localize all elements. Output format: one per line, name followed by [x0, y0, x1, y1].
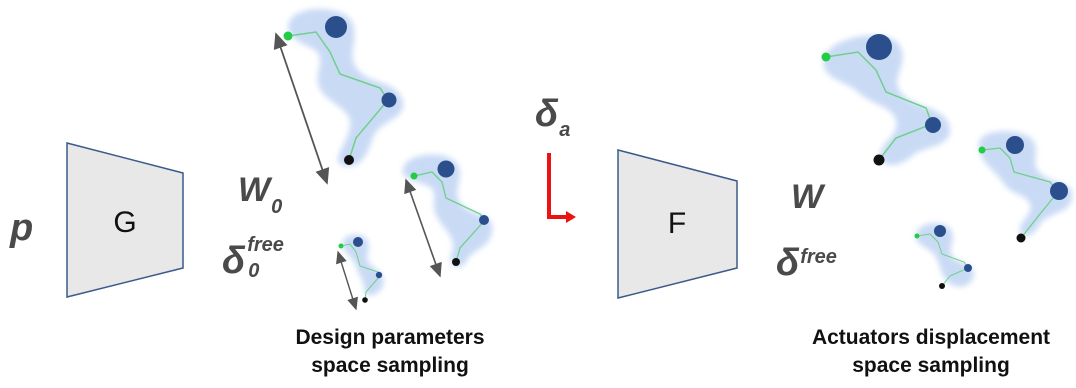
robot-rod [340, 243, 381, 301]
robot-joint [866, 34, 892, 60]
robot-joint [381, 92, 397, 108]
robot-halo [288, 8, 404, 167]
robot-joint [375, 271, 383, 279]
symbol-w: W [791, 178, 824, 216]
symbol-delta-free-sup: free [800, 246, 837, 268]
symbol-w0: W0 [238, 171, 282, 218]
robot-rod [413, 171, 486, 263]
robot-joint [353, 237, 363, 247]
generator-label: G [113, 206, 136, 239]
robot-large-right [821, 34, 950, 166]
caption-right-line1: Actuators displacement [811, 326, 1051, 349]
robot-joint [1006, 136, 1024, 154]
robot-joint [934, 225, 946, 237]
symbol-delta-a: δa [535, 93, 570, 141]
robot-medium-right [978, 131, 1073, 243]
symbol-w0-main: W [238, 171, 271, 209]
robot-tip [283, 31, 293, 41]
robot-base [873, 154, 885, 166]
forward-label: F [668, 207, 686, 240]
robot-tip [821, 52, 831, 62]
span-arrow [273, 32, 330, 185]
caption-left: Design parameters space sampling [272, 324, 508, 380]
robot-halo [342, 234, 384, 296]
actuation-arrow [547, 153, 576, 223]
symbol-w0-sub: 0 [271, 196, 283, 218]
robot-base [452, 258, 460, 266]
robot-rod [916, 233, 969, 287]
symbol-delta-free: δfree [776, 244, 837, 282]
robot-tip [338, 243, 344, 249]
robot-small-right [914, 223, 975, 289]
robot-joint [1050, 182, 1068, 200]
generator-block: G [66, 142, 184, 298]
symbol-p: p [10, 207, 34, 249]
robot-large-left [283, 8, 404, 167]
robot-joint [479, 215, 489, 225]
span-arrow [336, 250, 358, 311]
symbol-delta-a-sub: a [559, 119, 571, 141]
caption-right-line2: space sampling [852, 354, 1010, 377]
robot-tip [978, 146, 986, 154]
robot-base [344, 155, 354, 165]
robot-small-left [338, 234, 384, 303]
robot-halo [823, 35, 950, 165]
robot-tip [410, 172, 418, 180]
symbol-delta-free-main: δ [776, 242, 800, 284]
symbol-delta0-sub: 0 [248, 260, 260, 282]
robot-joint [964, 264, 972, 272]
robot-joint [925, 117, 941, 133]
robot-halo [978, 131, 1073, 237]
robot-joint [325, 16, 347, 38]
caption-left-line2: space sampling [311, 354, 469, 377]
robot-base [1016, 233, 1026, 243]
span-arrow [404, 178, 442, 278]
robot-base [939, 283, 945, 289]
caption-right: Actuators displacement space sampling [786, 324, 1076, 380]
robot-tip [914, 233, 920, 239]
robot-joint [437, 160, 455, 178]
robot-base [362, 297, 368, 303]
robot-rod [981, 147, 1059, 239]
caption-left-line1: Design parameters [295, 326, 485, 349]
symbol-delta0-main: δ [222, 240, 246, 282]
robot-rod [825, 51, 933, 161]
forward-block: F [617, 149, 738, 299]
symbol-delta-a-main: δ [535, 93, 559, 135]
symbol-delta0-sup: free [247, 234, 284, 256]
